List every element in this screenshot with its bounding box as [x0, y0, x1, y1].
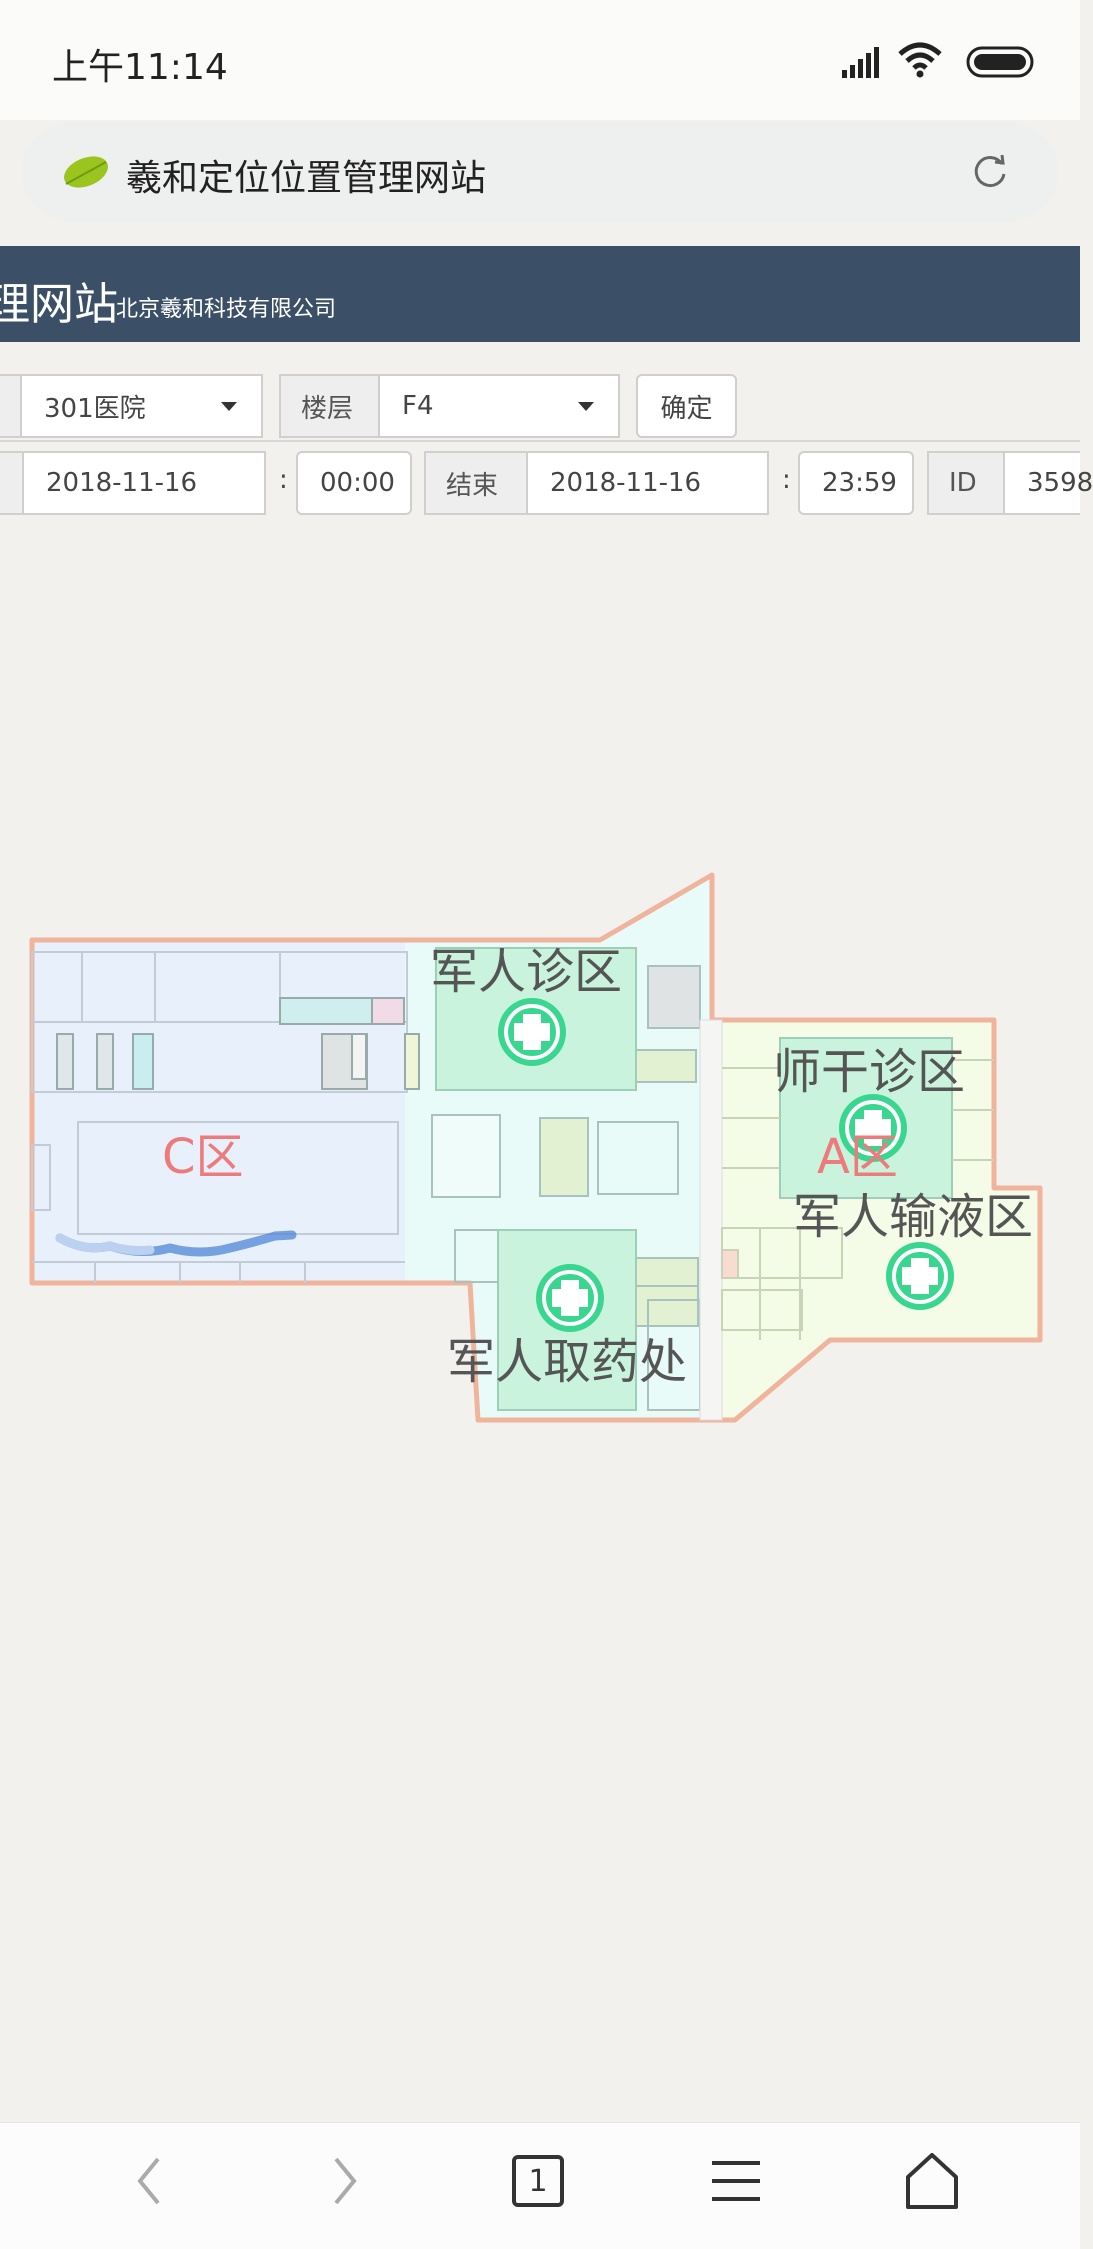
id-input[interactable]: 3598 [1003, 451, 1093, 515]
confirm-button[interactable]: 确定 [636, 374, 737, 438]
start-addon [0, 451, 24, 515]
military-clinic-label: 军人诊区 [430, 944, 622, 1000]
chevron-down-icon [221, 402, 237, 411]
end-time-input[interactable]: 23:59 [798, 451, 914, 515]
battery-icon [966, 46, 1034, 78]
zone-label-a: A区 [817, 1129, 898, 1185]
corridor [699, 1019, 723, 1421]
end-time-value: 23:59 [822, 468, 897, 498]
military-infusion-label: 军人输液区 [793, 1189, 1033, 1245]
start-time-value: 00:00 [320, 468, 395, 498]
menu-icon[interactable] [710, 2151, 762, 2211]
status-time: 上午11:14 [52, 47, 228, 88]
officer-clinic-label: 师干诊区 [773, 1044, 965, 1100]
a-zone-rooms [721, 1059, 994, 1340]
site-header: 理网站 北京羲和科技有限公司 [0, 246, 1080, 342]
time-colon: : [279, 465, 288, 495]
location-trail-tail [55, 1233, 155, 1255]
end-date-value: 2018-11-16 [550, 468, 702, 498]
floor-select[interactable]: F4 [378, 374, 620, 438]
time-colon: : [782, 465, 791, 495]
medical-cross-icon [536, 1264, 604, 1332]
c-zone-features [56, 997, 420, 1090]
leaf-icon [64, 156, 108, 188]
floor-outline [29, 872, 1043, 1423]
military-pharmacy-label: 军人取药处 [447, 1334, 687, 1390]
medical-cross-icon [839, 1094, 907, 1162]
wifi-icon [898, 42, 942, 78]
back-icon[interactable] [128, 2151, 172, 2211]
url-bar[interactable]: 羲和定位位置管理网站 [22, 122, 1058, 222]
confirm-button-label: 确定 [660, 393, 713, 424]
mid-zone-rooms [431, 965, 701, 1411]
forward-icon[interactable] [322, 2151, 366, 2211]
id-label-text: ID [949, 468, 977, 498]
chevron-down-icon [578, 402, 594, 411]
floor-label: 楼层 [279, 374, 380, 438]
id-label: ID [927, 451, 1005, 515]
form-divider [0, 440, 1080, 442]
end-label-text: 结束 [446, 470, 499, 501]
status-bar: 上午11:14 [0, 0, 1080, 120]
zone-c-area[interactable] [32, 940, 470, 1283]
end-date-input[interactable]: 2018-11-16 [526, 451, 769, 515]
company-name: 北京羲和科技有限公司 [116, 297, 337, 322]
hospital-select-value: 301医院 [44, 393, 146, 424]
signal-icon [842, 47, 879, 78]
c-zone-rooms [31, 951, 408, 1283]
site-title: 理网站 [0, 279, 118, 330]
floor-select-value: F4 [402, 391, 434, 421]
medical-cross-icon [498, 998, 566, 1066]
start-date-value: 2018-11-16 [46, 468, 198, 498]
start-date-input[interactable]: 2018-11-16 [22, 451, 266, 515]
hospital-select[interactable]: 301医院 [20, 374, 263, 438]
tabs-button[interactable]: 1 [512, 2155, 564, 2207]
hospital-addon [0, 374, 22, 438]
browser-nav-bar: 1 [0, 2122, 1080, 2249]
medical-cross-icon [886, 1242, 954, 1310]
tab-count: 1 [528, 2163, 548, 2199]
reload-icon[interactable] [968, 150, 1012, 194]
start-time-input[interactable]: 00:00 [296, 451, 412, 515]
page-title-url: 羲和定位位置管理网站 [126, 158, 487, 199]
end-label: 结束 [424, 451, 528, 515]
zone-label-c: C区 [162, 1129, 244, 1185]
floor-plan-svg[interactable]: C区 A区 军人诊区 师干诊区 军人输液区 军人取药处 [0, 532, 1080, 2122]
floor-map[interactable]: C区 A区 军人诊区 师干诊区 军人输液区 军人取药处 [0, 532, 1080, 2122]
home-icon[interactable] [904, 2151, 960, 2211]
status-icons [842, 40, 1042, 84]
id-value: 3598 [1027, 468, 1093, 498]
floor-label-text: 楼层 [301, 393, 354, 424]
